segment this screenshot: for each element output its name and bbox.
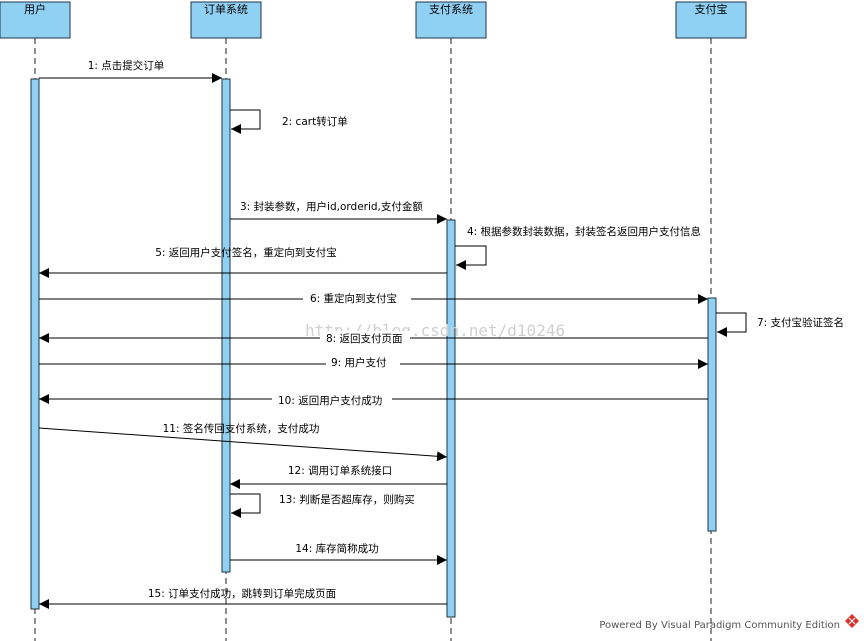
message-7: 7: 支付宝验证签名 bbox=[716, 312, 844, 337]
message-15: 15: 订单支付成功，跳转到订单完成页面 bbox=[39, 587, 447, 609]
message-label: 3: 封装参数，用户id,orderid,支付金额 bbox=[240, 200, 423, 213]
participant-order-system[interactable]: 订单系统 bbox=[190, 1, 262, 39]
message-label: 2: cart转订单 bbox=[282, 115, 348, 128]
message-5: 5: 返回用户支付签名，重定向到支付宝 bbox=[39, 246, 447, 278]
participant-label: 支付宝 bbox=[695, 2, 728, 16]
participant-payment-system[interactable]: 支付系统 bbox=[415, 1, 487, 39]
message-13: 13: 判断是否超库存，则购买 bbox=[230, 493, 415, 518]
message-11: 11: 签名传回支付系统，支付成功 bbox=[38, 422, 448, 462]
footer-credit: Powered By Visual Paradigm Community Edi… bbox=[599, 620, 840, 631]
message-label: 12: 调用订单系统接口 bbox=[288, 464, 392, 477]
message-label: 5: 返回用户支付签名，重定向到支付宝 bbox=[155, 246, 337, 259]
participant-label: 支付系统 bbox=[429, 3, 473, 16]
message-label: 15: 订单支付成功，跳转到订单完成页面 bbox=[148, 587, 336, 600]
message-label: 10: 返回用户支付成功 bbox=[278, 394, 382, 407]
message-label: 6: 重定向到支付宝 bbox=[310, 292, 397, 305]
message-label: 8: 返回支付页面 bbox=[326, 332, 403, 345]
activation-payment-system bbox=[446, 219, 456, 618]
message-label: 4: 根据参数封装数据，封装签名返回用户支付信息 bbox=[467, 225, 701, 238]
participant-alipay[interactable]: 支付宝 bbox=[675, 1, 747, 39]
message-10: 10: 返回用户支付成功 bbox=[39, 392, 708, 407]
message-label: 7: 支付宝验证签名 bbox=[757, 316, 844, 329]
message-label: 9: 用户支付 bbox=[331, 356, 387, 369]
message-label: 11: 签名传回支付系统，支付成功 bbox=[163, 422, 320, 435]
participant-user[interactable]: 用户 bbox=[0, 1, 71, 39]
message-1: 1: 点击提交订单 bbox=[39, 59, 222, 83]
message-label: 13: 判断是否超库存，则购买 bbox=[279, 493, 415, 506]
message-9: 9: 用户支付 bbox=[39, 356, 708, 371]
message-6: 6: 重定向到支付宝 bbox=[39, 291, 708, 306]
activation-order-system bbox=[221, 78, 231, 573]
activation-alipay bbox=[707, 297, 717, 532]
message-8: 8: 返回支付页面 bbox=[39, 331, 708, 346]
message-4: 4: 根据参数封装数据，封装签名返回用户支付信息 bbox=[455, 225, 701, 270]
message-14: 14: 库存简称成功 bbox=[230, 542, 447, 565]
participant-label: 用户 bbox=[24, 2, 46, 16]
participant-label: 订单系统 bbox=[204, 3, 248, 16]
message-label: 1: 点击提交订单 bbox=[88, 59, 165, 72]
visual-paradigm-logo-icon bbox=[845, 614, 859, 628]
message-label: 14: 库存简称成功 bbox=[295, 542, 378, 555]
message-3: 3: 封装参数，用户id,orderid,支付金额 bbox=[230, 199, 447, 224]
message-12: 12: 调用订单系统接口 bbox=[230, 464, 447, 489]
activation-user bbox=[30, 78, 40, 610]
message-2: 2: cart转订单 bbox=[230, 109, 348, 134]
